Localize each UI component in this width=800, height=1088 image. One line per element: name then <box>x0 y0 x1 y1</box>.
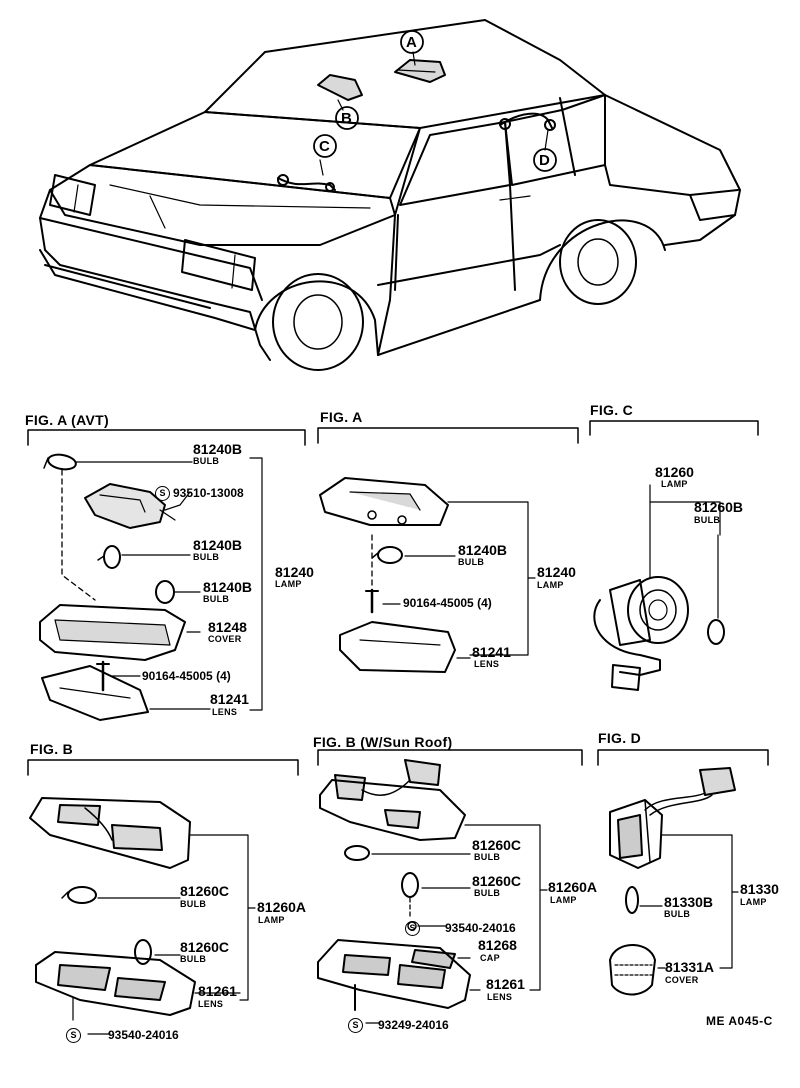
fig-b-title: FIG. B <box>30 741 74 757</box>
assembly-name: LAMP <box>550 895 577 905</box>
part-name: BULB <box>193 456 220 466</box>
part-name: BULB <box>694 515 721 525</box>
part-name: LENS <box>487 992 513 1002</box>
part-name: BULB <box>180 899 207 909</box>
part-number: 81330B <box>664 894 714 910</box>
part-number: 81331A <box>665 959 715 975</box>
callout-c: C <box>319 138 330 155</box>
fig-b-drawing <box>29 797 256 1035</box>
part-number: 81240B <box>203 579 253 595</box>
fig-c-title: FIG. C <box>590 402 634 418</box>
fig-d-drawing <box>609 767 739 996</box>
part-name: COVER <box>208 634 242 644</box>
part-number: 81248 <box>208 619 247 635</box>
assembly-number: 81330 <box>740 881 779 897</box>
part-number: 81240B <box>193 537 243 553</box>
part-name: LENS <box>198 999 224 1009</box>
assembly-name: LAMP <box>740 897 767 907</box>
part-number: 90164-45005 (4) <box>403 596 492 610</box>
reference-code: ME A045-C <box>706 1014 773 1028</box>
part-name: BULB <box>203 594 230 604</box>
figure-brackets <box>27 420 769 776</box>
part-name: BULB <box>458 557 485 567</box>
part-number: 81241 <box>472 644 511 660</box>
part-number: 81241 <box>210 691 249 707</box>
callout-a: A <box>406 34 417 51</box>
part-number: 81240B <box>458 542 508 558</box>
fig-b-sunroof-title: FIG. B (W/Sun Roof) <box>313 734 453 750</box>
assembly-number: 81260A <box>257 899 307 915</box>
part-number: 81261 <box>198 983 237 999</box>
s-mark-icon: S <box>155 485 170 501</box>
s-mark-icon: S <box>348 1017 363 1033</box>
part-number: 81260C <box>472 837 522 853</box>
assembly-name: LAMP <box>275 579 302 589</box>
callout-b: B <box>341 110 352 127</box>
part-number: 81260 <box>655 464 694 480</box>
part-name: COVER <box>665 975 699 985</box>
fig-d-title: FIG. D <box>598 730 642 746</box>
fig-b-sunroof-drawing <box>317 759 548 1024</box>
assembly-name: LAMP <box>258 915 285 925</box>
fig-c-drawing <box>593 484 725 691</box>
part-number: 81260C <box>180 939 230 955</box>
part-name: LAMP <box>661 479 688 489</box>
part-number: 81240B <box>193 441 243 457</box>
part-number: 90164-45005 (4) <box>142 669 231 683</box>
part-number: 81260C <box>472 873 522 889</box>
s-mark-icon: S <box>66 1027 81 1043</box>
fig-a-avt-title: FIG. A (AVT) <box>25 412 109 428</box>
part-name: BULB <box>180 954 207 964</box>
part-name: LENS <box>212 707 238 717</box>
assembly-number: 81240 <box>275 564 314 580</box>
part-name: BULB <box>664 909 691 919</box>
assembly-number: 81260A <box>548 879 598 895</box>
fig-a-avt-drawing <box>39 453 263 721</box>
s-mark-icon: S <box>405 920 420 936</box>
part-name: BULB <box>193 552 220 562</box>
assembly-number: 81240 <box>537 564 576 580</box>
part-name: LENS <box>474 659 500 669</box>
fig-a-title: FIG. A <box>320 409 363 425</box>
part-number: 81261 <box>486 976 525 992</box>
assembly-name: LAMP <box>537 580 564 590</box>
car-illustration <box>39 19 741 371</box>
part-number: 81260B <box>694 499 744 515</box>
part-name: CAP <box>480 953 500 963</box>
part-name: BULB <box>474 852 501 862</box>
part-name: BULB <box>474 888 501 898</box>
fig-a-drawing <box>319 477 536 673</box>
part-number: 81268 <box>478 937 517 953</box>
callout-d: D <box>539 152 550 169</box>
part-number: 81260C <box>180 883 230 899</box>
